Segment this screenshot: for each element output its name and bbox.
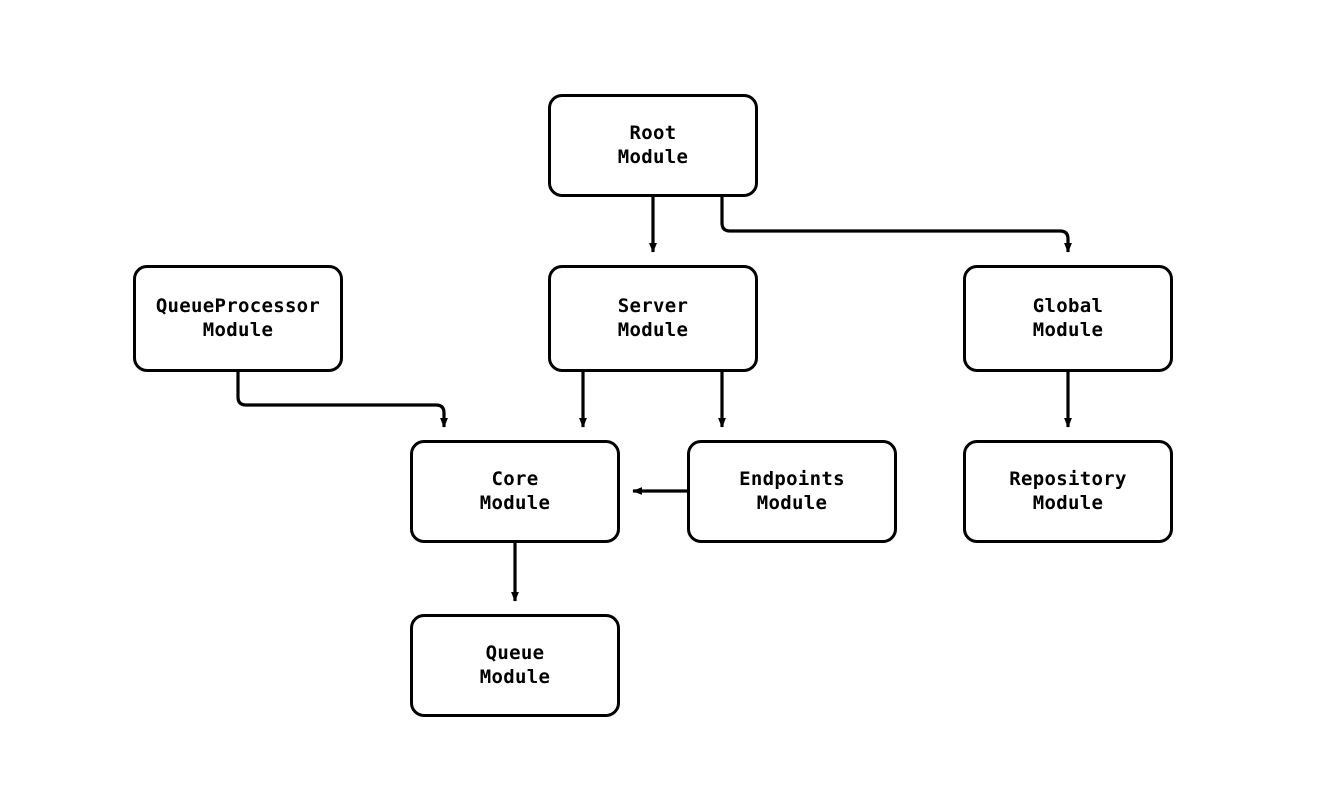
node-label-line1: Root — [629, 122, 677, 145]
node-label-line1: Repository — [1009, 468, 1127, 491]
node-repository-module[interactable]: Repository Module — [963, 440, 1173, 543]
node-server-module[interactable]: Server Module — [548, 265, 758, 372]
node-label-line2: Module — [756, 491, 828, 514]
node-label-line2: Module — [617, 145, 689, 168]
edge-queueprocessor-to-core — [236, 372, 448, 428]
node-label-line2: Module — [202, 318, 274, 341]
node-label-line1: QueueProcessor — [155, 295, 321, 318]
node-root-module[interactable]: Root Module — [548, 94, 758, 197]
node-queue-module[interactable]: Queue Module — [410, 614, 620, 717]
node-label-line2: Module — [1032, 491, 1104, 514]
node-label-line2: Module — [617, 318, 689, 341]
node-core-module[interactable]: Core Module — [410, 440, 620, 543]
node-queueprocessor-module[interactable]: QueueProcessor Module — [133, 265, 343, 372]
node-label-line2: Module — [479, 665, 551, 688]
node-label-line2: Module — [479, 491, 551, 514]
edge-root-to-global — [720, 197, 1072, 253]
node-label-line1: Endpoints — [739, 468, 845, 491]
node-label-line1: Core — [491, 468, 539, 491]
node-global-module[interactable]: Global Module — [963, 265, 1173, 372]
node-label-line2: Module — [1032, 318, 1104, 341]
node-endpoints-module[interactable]: Endpoints Module — [687, 440, 897, 543]
node-label-line1: Queue — [485, 642, 545, 665]
node-label-line1: Global — [1032, 295, 1104, 318]
node-label-line1: Server — [617, 295, 689, 318]
